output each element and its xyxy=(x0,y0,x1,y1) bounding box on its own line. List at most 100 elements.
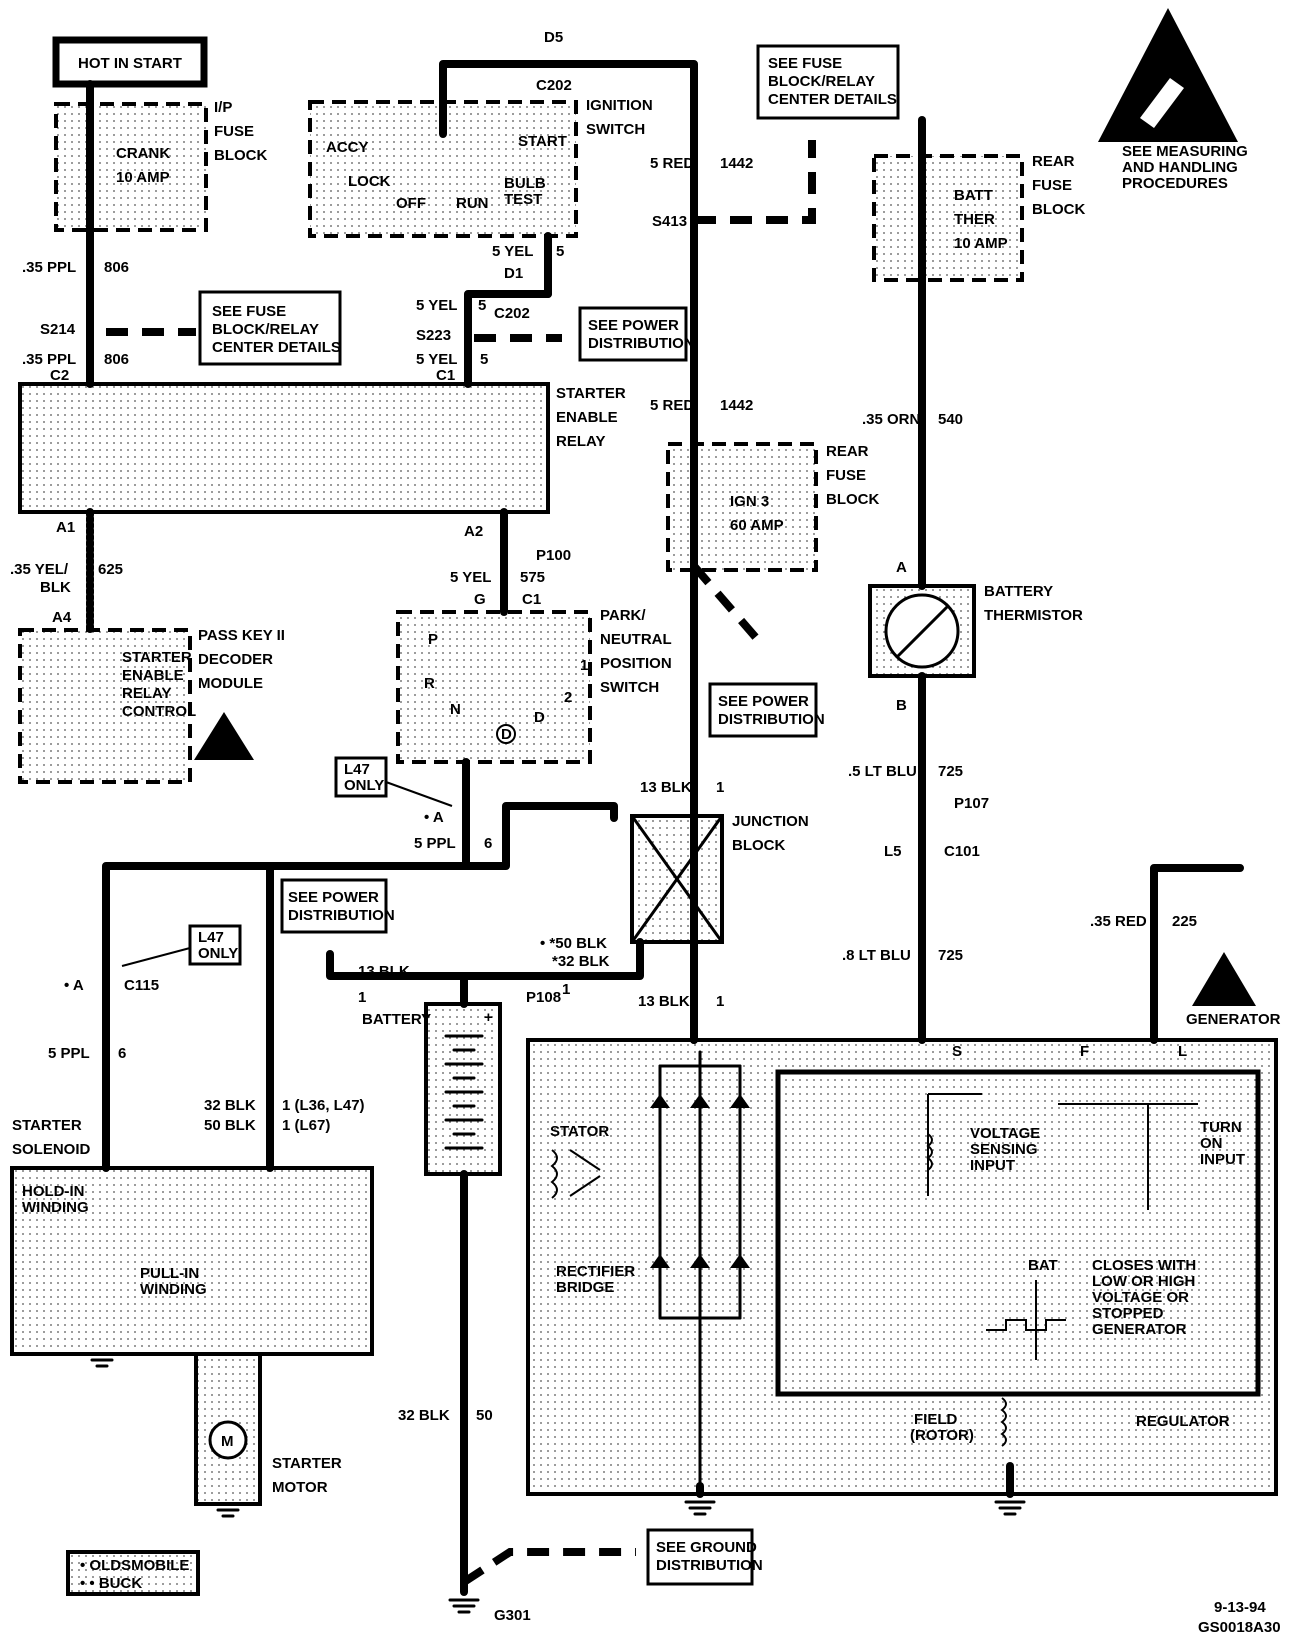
conn-s413: S413 xyxy=(652,213,687,230)
starter-solenoid: STARTER SOLENOID HOLD-IN WINDING PULL-IN… xyxy=(10,1117,374,1356)
batt-fuse-3: 10 AMP xyxy=(954,235,1008,252)
hold-in-1: HOLD-IN xyxy=(22,1183,85,1200)
conn-g301: G301 xyxy=(494,1607,531,1624)
hot-in-start-label: HOT IN START xyxy=(78,55,182,72)
conn-p100: P100 xyxy=(536,547,571,564)
closes-3: VOLTAGE OR xyxy=(1092,1289,1189,1306)
wire-1442a: 5 RED xyxy=(650,155,694,172)
field-2: (ROTOR) xyxy=(910,1427,974,1444)
rear-fuse-block-batt: BATT THER 10 AMP REAR FUSE BLOCK xyxy=(872,153,1085,282)
vs-1: VOLTAGE xyxy=(970,1125,1040,1142)
legend-box: • OLDSMOBILE • • BUCK xyxy=(66,1550,200,1596)
see-power-box-2: SEE POWER DISTRIBUTION xyxy=(708,682,825,738)
hot-in-start-box: HOT IN START xyxy=(52,36,208,88)
see-power-2-a: SEE POWER xyxy=(718,693,809,710)
pk-inner-4: CONTROL xyxy=(122,703,196,720)
pn-d-circle: D xyxy=(501,726,512,743)
pull-in-2: WINDING xyxy=(140,1281,207,1298)
pn-label-2: NEUTRAL xyxy=(600,631,672,648)
conn-a-top: A xyxy=(896,559,907,576)
generator: GENERATOR STATOR RECTIFIER BRIDGE VOLTAG… xyxy=(526,952,1281,1496)
see-fuse-top-box: SEE FUSE BLOCK/RELAY CENTER DETAILS xyxy=(756,44,900,120)
l47-only-callout-1: L47 ONLY xyxy=(334,756,453,807)
conn-d5: D5 xyxy=(544,29,563,46)
pk-inner-3: RELAY xyxy=(122,685,171,702)
wire-725a: .5 LT BLU xyxy=(848,763,917,780)
starter-motor: M STARTER MOTOR xyxy=(194,1352,342,1506)
conn-c115: C115 xyxy=(124,977,159,994)
pass-key-decoder-module: STARTER ENABLE RELAY CONTROL PASS KEY II… xyxy=(18,627,285,784)
ground-icon xyxy=(684,1500,716,1516)
conn-a2: A2 xyxy=(464,523,483,540)
wire-50blk: • *50 BLK xyxy=(540,935,607,952)
conn-c101: C101 xyxy=(944,843,980,860)
jb-label-1: JUNCTION xyxy=(732,813,809,830)
esd-warning-icon: SEE MEASURING AND HANDLING PROCEDURES xyxy=(1098,8,1248,192)
ign-start: START xyxy=(518,133,567,150)
wire-13blk-b: 13 BLK xyxy=(358,963,410,980)
conn-d1: D1 xyxy=(504,265,523,282)
closes-1: CLOSES WITH xyxy=(1092,1257,1196,1274)
legend-1: • OLDSMOBILE xyxy=(80,1557,189,1574)
turn-on-3: INPUT xyxy=(1200,1151,1245,1168)
see-ground-1: SEE GROUND xyxy=(656,1539,757,1556)
wire-13blk-c-num: 1 xyxy=(716,993,724,1010)
ground-icon xyxy=(86,1352,118,1368)
motor-label-1: STARTER xyxy=(272,1455,342,1472)
ser-label-3: RELAY xyxy=(556,433,605,450)
l47-only-callout-2: L47 ONLY xyxy=(121,924,242,967)
esd-generator-icon xyxy=(1192,952,1256,1006)
wire-625-b: BLK xyxy=(40,579,71,596)
pull-in-1: PULL-IN xyxy=(140,1265,199,1282)
pk-inner-1: STARTER xyxy=(122,649,192,666)
batt-fuse-2: THER xyxy=(954,211,995,228)
l47-1-b: ONLY xyxy=(344,777,384,794)
bat-term: BAT xyxy=(1028,1257,1058,1274)
conn-c2: C2 xyxy=(50,367,69,384)
ign3-fuse-2: 60 AMP xyxy=(730,517,784,534)
conn-c202-mid: C202 xyxy=(494,305,530,322)
conn-a1: A1 xyxy=(56,519,75,536)
pn-r: R xyxy=(424,675,435,692)
closes-2: LOW OR HIGH xyxy=(1092,1273,1195,1290)
wire-32blk-50: 32 BLK xyxy=(398,1407,450,1424)
battery: + BATTERY xyxy=(362,1002,502,1176)
see-power-2-b: DISTRIBUTION xyxy=(718,711,825,728)
wire-50blk-b: 50 BLK xyxy=(204,1117,256,1134)
battery-thermistor: BATTERY THERMISTOR xyxy=(868,583,1083,678)
ign-bulb: BULB xyxy=(504,175,546,192)
pk-label-3: MODULE xyxy=(198,675,263,692)
pn-1: 1 xyxy=(580,657,588,674)
wire-yel-b-num: 5 xyxy=(478,297,486,314)
wire-13blk-a-num: 1 xyxy=(716,779,724,796)
ignition-switch: ACCY LOCK OFF RUN START BULB TEST IGNITI… xyxy=(308,97,653,238)
l47-2-a: L47 xyxy=(198,929,224,946)
see-ground-2: DISTRIBUTION xyxy=(656,1557,763,1574)
conn-p107: P107 xyxy=(954,795,989,812)
wire-5ppl-a: 5 PPL xyxy=(414,835,456,852)
conn-c202-top: C202 xyxy=(536,77,572,94)
conn-c1: C1 xyxy=(436,367,455,384)
wire-yel-c-num: 5 xyxy=(480,351,488,368)
conn-g: G xyxy=(474,591,486,608)
wire-725b-num: 725 xyxy=(938,947,963,964)
wire-32blk-alt: *32 BLK xyxy=(552,953,610,970)
wire-806b-num: 806 xyxy=(104,351,129,368)
starter-enable-relay: STARTER ENABLE RELAY xyxy=(18,382,626,514)
wire-yel-a: 5 YEL xyxy=(492,243,533,260)
vs-3: INPUT xyxy=(970,1157,1015,1174)
vs-2: SENSING xyxy=(970,1141,1038,1158)
wire-806b: .35 PPL xyxy=(22,351,76,368)
pn-label-1: PARK/ xyxy=(600,607,646,624)
ign-lock: LOCK xyxy=(348,173,391,190)
pn-2: 2 xyxy=(564,689,572,706)
battery-plus: + xyxy=(484,1009,493,1026)
ground-icon xyxy=(448,1598,480,1614)
wiring xyxy=(86,60,1244,1596)
l47-1-a: L47 xyxy=(344,761,370,778)
rear-fuse-2-a: REAR xyxy=(826,443,869,460)
ip-fuse-label-1: I/P xyxy=(214,99,232,116)
conn-p108: P108 xyxy=(526,989,561,1006)
wire-1442b: 5 RED xyxy=(650,397,694,414)
